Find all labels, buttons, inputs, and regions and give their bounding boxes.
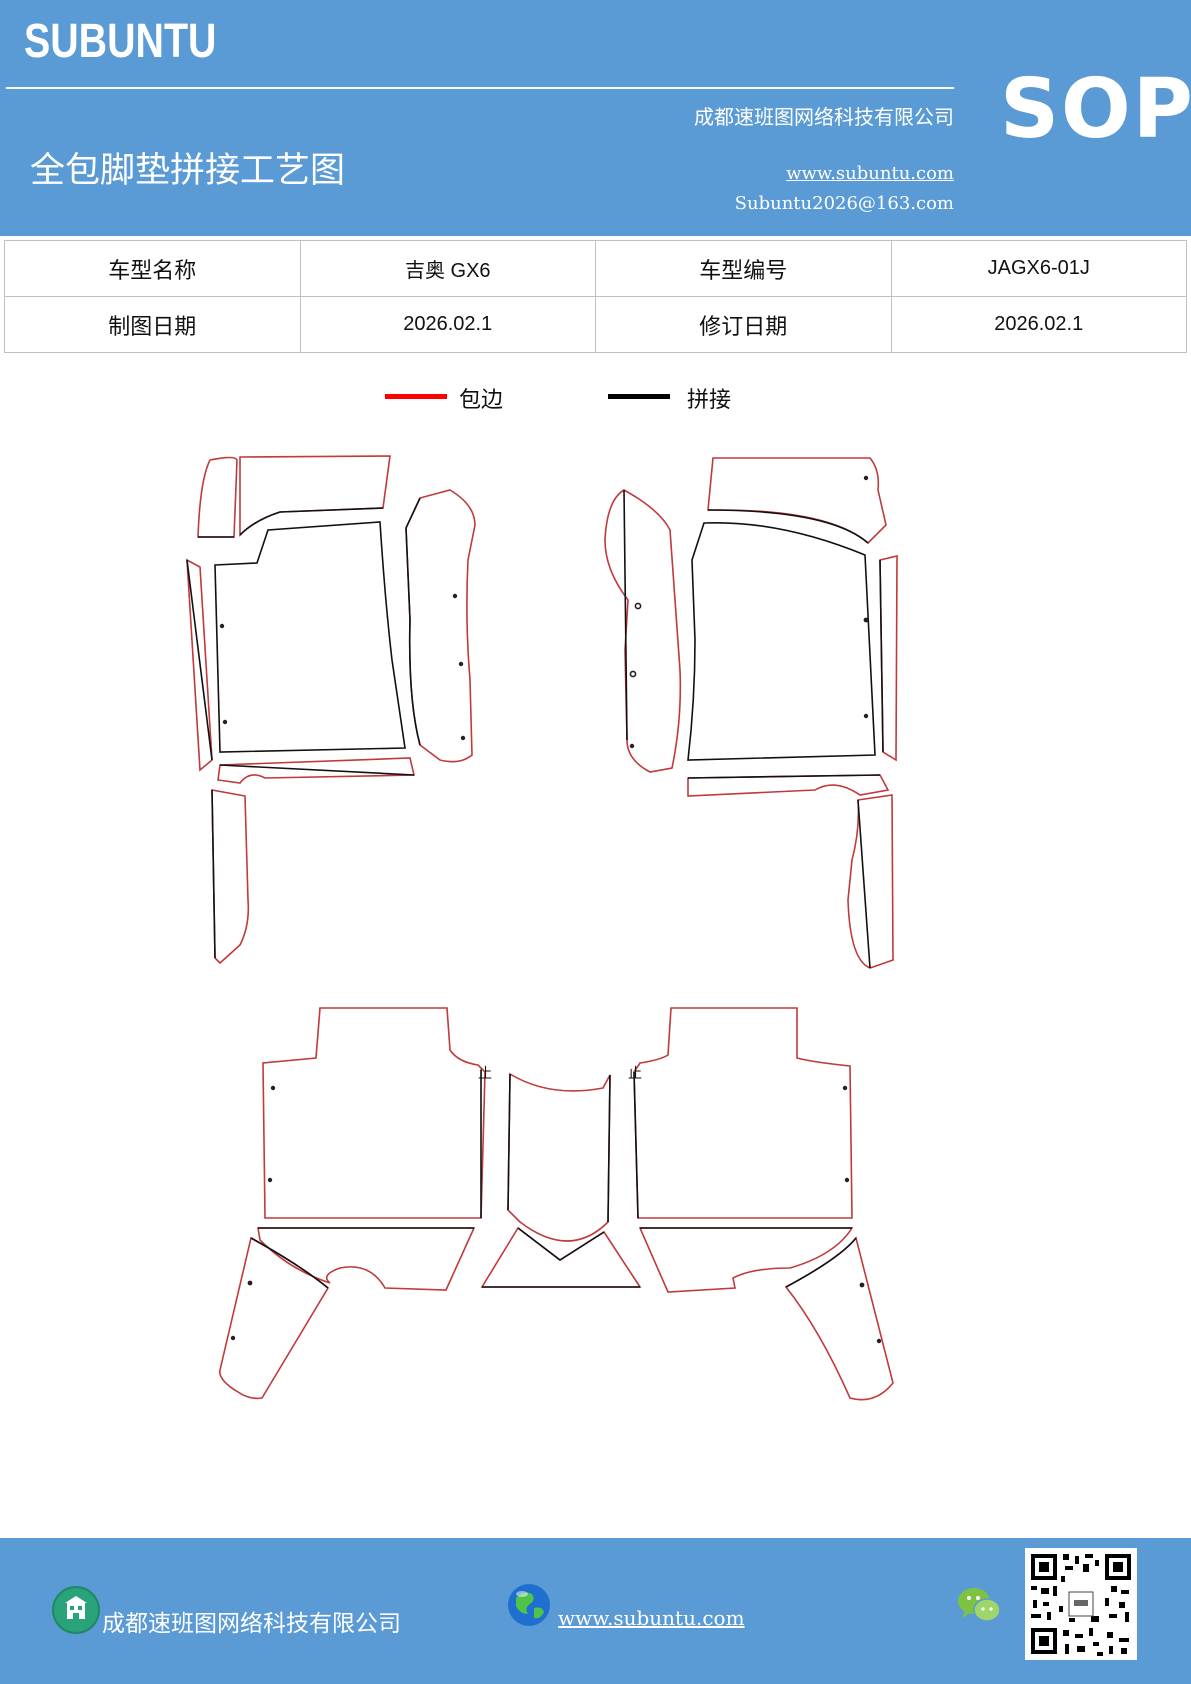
brand-logo: SUBUNTU: [24, 15, 217, 68]
hole-marks: [219, 475, 882, 1344]
sop-badge: SOP: [1000, 62, 1191, 157]
footer-banner: 成都速班图网络科技有限公司 www.subuntu.com: [0, 1538, 1191, 1684]
revision-date-label: 修订日期: [595, 296, 892, 353]
stop-marker-right: 止: [628, 1066, 642, 1082]
model-code-label: 车型编号: [595, 240, 892, 297]
revision-date-value: 2026.02.1: [890, 296, 1187, 353]
stop-marker-left: 止: [478, 1066, 492, 1082]
edge-lines: [186, 455, 898, 1401]
model-code-value: JAGX6-01J: [890, 240, 1187, 297]
globe-icon: [508, 1584, 550, 1626]
vehicle-info-table: 车型名称 吉奥 GX6 车型编号 JAGX6-01J 制图日期 2026.02.…: [4, 240, 1187, 353]
email-address: Subuntu2026@163.com: [734, 193, 954, 214]
header-divider: [6, 87, 954, 89]
website-link[interactable]: www.subuntu.com: [786, 163, 954, 184]
seam-lines: [186, 489, 884, 1289]
building-icon: [52, 1586, 100, 1634]
header-banner: SUBUNTU 成都速班图网络科技有限公司 全包脚垫拼接工艺图 www.subu…: [0, 0, 1191, 236]
seam-swatch: [608, 394, 670, 399]
floor-mat-pattern-drawing: 止 止: [186, 455, 898, 1401]
legend-seam-label: 拼接: [687, 388, 732, 413]
table-row: 制图日期 2026.02.1 修订日期 2026.02.1: [4, 296, 1187, 353]
edge-swatch: [385, 394, 447, 399]
draw-date-label: 制图日期: [4, 296, 301, 353]
draw-date-value: 2026.02.1: [299, 296, 596, 353]
qr-code: [1025, 1548, 1137, 1660]
table-row: 车型名称 吉奥 GX6 车型编号 JAGX6-01J: [4, 240, 1187, 297]
footer-website-link[interactable]: www.subuntu.com: [558, 1606, 745, 1630]
wechat-icon[interactable]: [955, 1584, 1003, 1626]
legend-edge-label: 包边: [459, 388, 504, 413]
model-name-value: 吉奥 GX6: [299, 240, 596, 297]
model-name-label: 车型名称: [4, 240, 301, 297]
company-name: 成都速班图网络科技有限公司: [694, 105, 954, 129]
footer-company-name: 成都速班图网络科技有限公司: [102, 1611, 401, 1637]
page-title: 全包脚垫拼接工艺图: [30, 151, 346, 191]
